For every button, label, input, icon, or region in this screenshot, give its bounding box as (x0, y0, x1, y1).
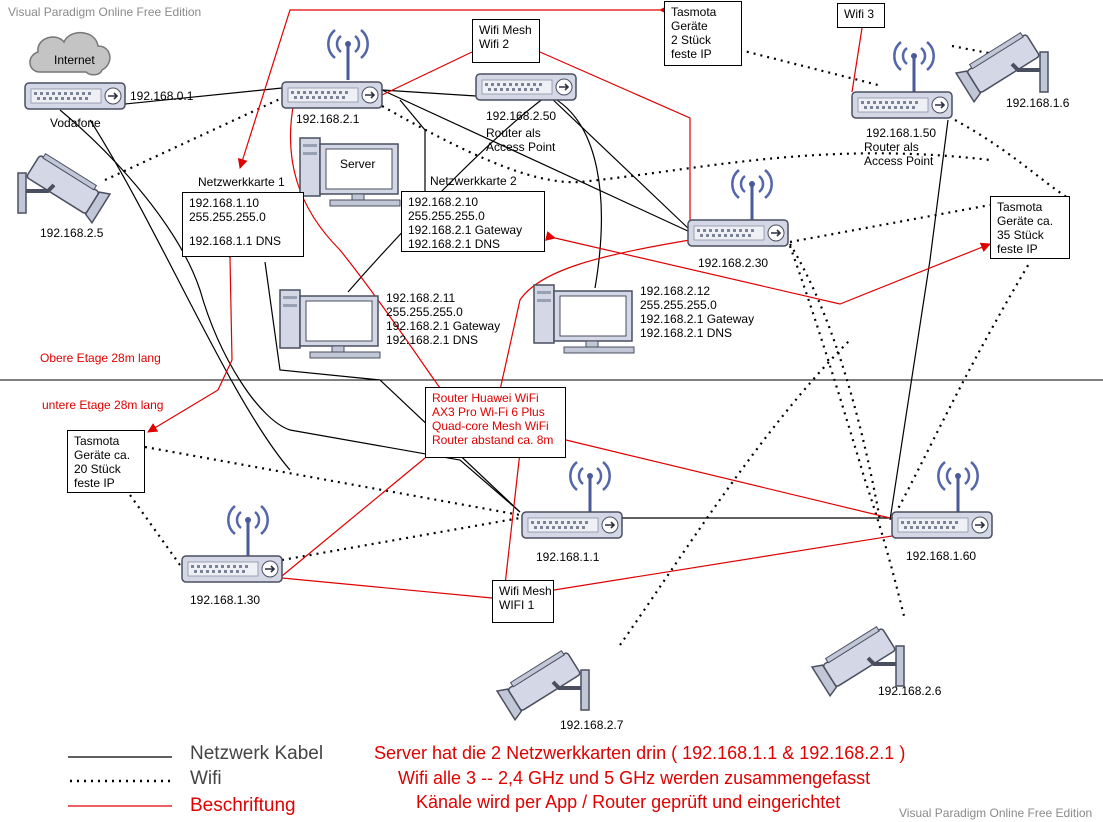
camera-1-6-icon (954, 28, 1050, 104)
pc2-ip: 192.168.2.12 (640, 284, 711, 298)
pc2-gateway: 192.168.2.1 Gateway (640, 312, 755, 326)
router-1-60-ip: 192.168.1.60 (906, 549, 977, 563)
tasmota-right-box: Tasmota Geräte ca. 35 Stück feste IP (990, 196, 1070, 259)
router-2-1-icon (281, 28, 383, 109)
router-2-50-role-1: Router als (486, 126, 541, 140)
router-1-30-ip: 192.168.1.30 (190, 593, 261, 607)
note-wifi: Wifi alle 3 -- 2,4 GHz und 5 GHz werden … (398, 768, 871, 788)
vodafone-label: Vodafone (50, 116, 101, 130)
server-pc-icon (299, 137, 401, 207)
pc1-gateway: 192.168.2.1 Gateway (386, 319, 501, 333)
watermark-bottom: Visual Paradigm Online Free Edition (899, 806, 1093, 820)
tasmota-right-line3: 35 Stück (997, 228, 1044, 242)
watermark-top: Visual Paradigm Online Free Edition (8, 5, 202, 19)
legend-label-label: Beschriftung (190, 795, 296, 816)
nic2-title: Netzwerkkarte 2 (430, 174, 517, 188)
tasmota-top-box: Tasmota Geräte 2 Stück feste IP (664, 1, 742, 66)
internet-label: Internet (54, 53, 95, 67)
nic2-gateway: 192.168.2.1 Gateway (408, 223, 523, 237)
legend-wifi-label: Wifi (190, 768, 222, 789)
wifi-mesh-1-line1: Wifi Mesh (499, 584, 552, 598)
pc1-ip: 192.168.2.11 (386, 291, 456, 305)
nic1-ip: 192.168.1.10 (189, 196, 260, 210)
note-server: Server hat die 2 Netzwerkkarten drin ( 1… (374, 743, 906, 763)
upper-floor-label: Obere Etage 28m lang (40, 351, 161, 365)
huawei-line2: AX3 Pro Wi-Fi 6 Plus (432, 405, 545, 419)
wifi-mesh-1-line2: WIFI 1 (499, 598, 535, 612)
camera-2-7-ip: 192.168.2.7 (560, 718, 624, 732)
tasmota-right-line1: Tasmota (997, 200, 1043, 214)
router-1-50-ip: 192.168.1.50 (866, 126, 937, 140)
wifi-mesh-2-box: Wifi Mesh Wifi 2 (472, 19, 540, 63)
pc2-dns: 192.168.2.1 DNS (640, 326, 733, 340)
vodafone-ip: 192.168.0.1 (130, 89, 194, 103)
router-2-50-ip: 192.168.2.50 (486, 109, 557, 123)
router-1-50-role-1: Router als (864, 140, 919, 154)
nic2-ip: 192.168.2.10 (408, 195, 479, 209)
wifi-3-label: Wifi 3 (844, 7, 874, 21)
tasmota-top-line1: Tasmota (671, 5, 717, 19)
annotation-links (147, 5, 991, 599)
camera-2-5-icon (16, 149, 112, 225)
pc-2-12-icon (533, 284, 635, 354)
huawei-router-box: Router Huawei WiFi AX3 Pro Wi-Fi 6 Plus … (425, 387, 566, 458)
router-2-30-ip: 192.168.2.30 (698, 256, 769, 270)
server-label: Server (340, 157, 376, 171)
huawei-line3: Quad-core Mesh WiFi (432, 419, 549, 433)
tasmota-top-line2: Geräte (671, 19, 708, 33)
tasmota-left-box: Tasmota Geräte ca. 20 Stück feste IP (67, 430, 145, 493)
router-1-60-icon (891, 460, 993, 539)
vodafone-modem-icon (24, 82, 126, 110)
pc1-dns: 192.168.2.1 DNS (386, 333, 479, 347)
router-1-1-icon (521, 460, 623, 539)
tasmota-left-line3: 20 Stück (74, 462, 121, 476)
camera-2-6-ip: 192.168.2.6 (878, 684, 942, 698)
nic2-box: 192.168.2.10 255.255.255.0 192.168.2.1 G… (401, 191, 545, 252)
router-2-30-icon (687, 168, 789, 247)
tasmota-top-line3: 2 Stück (671, 33, 712, 47)
nic2-mask: 255.255.255.0 (408, 209, 485, 223)
nic1-title: Netzwerkkarte 1 (198, 175, 285, 189)
lower-floor-label: untere Etage 28m lang (42, 398, 164, 412)
nic1-mask: 255.255.255.0 (189, 210, 266, 224)
tasmota-top-line4: feste IP (671, 47, 712, 61)
router-1-50-role-2: Access Point (864, 154, 934, 168)
legend-cable-label: Netzwerk Kabel (190, 743, 324, 764)
tasmota-left-line1: Tasmota (74, 434, 120, 448)
tasmota-right-line2: Geräte ca. (997, 214, 1054, 228)
internet-cloud-icon (29, 32, 111, 76)
router-2-1-ip: 192.168.2.1 (296, 112, 360, 126)
camera-2-5-ip: 192.168.2.5 (40, 226, 104, 240)
router-2-50-role-2: Access Point (486, 140, 556, 154)
wifi-mesh-2-line1: Wifi Mesh (479, 23, 532, 37)
tasmota-left-line2: Geräte ca. (74, 448, 131, 462)
camera-1-6-ip: 192.168.1.6 (1006, 96, 1070, 110)
nic1-blank (189, 224, 297, 234)
pc-2-11-icon (279, 289, 381, 359)
nic2-dns: 192.168.2.1 DNS (408, 237, 501, 251)
huawei-line4: Router abstand ca. 8m (432, 433, 554, 447)
nic1-box: 192.168.1.10 255.255.255.0 192.168.1.1 D… (182, 192, 304, 257)
wifi-mesh-2-line2: Wifi 2 (479, 37, 509, 51)
camera-2-7-icon (495, 646, 591, 722)
wifi-mesh-1-box: Wifi Mesh WIFI 1 (492, 580, 554, 623)
huawei-line1: Router Huawei WiFi (432, 391, 539, 405)
tasmota-left-line4: feste IP (74, 476, 115, 490)
router-1-50-icon (851, 40, 953, 119)
note-channels: Känale wird per App / Router geprüft und… (416, 792, 841, 812)
nic1-dns: 192.168.1.1 DNS (189, 234, 282, 248)
tasmota-right-line4: feste IP (997, 242, 1038, 256)
router-2-50-icon (475, 73, 577, 101)
router-1-1-ip: 192.168.1.1 (536, 550, 600, 564)
pc2-mask: 255.255.255.0 (640, 298, 717, 312)
wifi-3-box: Wifi 3 (837, 3, 885, 28)
router-1-30-icon (181, 504, 283, 583)
pc1-mask: 255.255.255.0 (386, 305, 463, 319)
